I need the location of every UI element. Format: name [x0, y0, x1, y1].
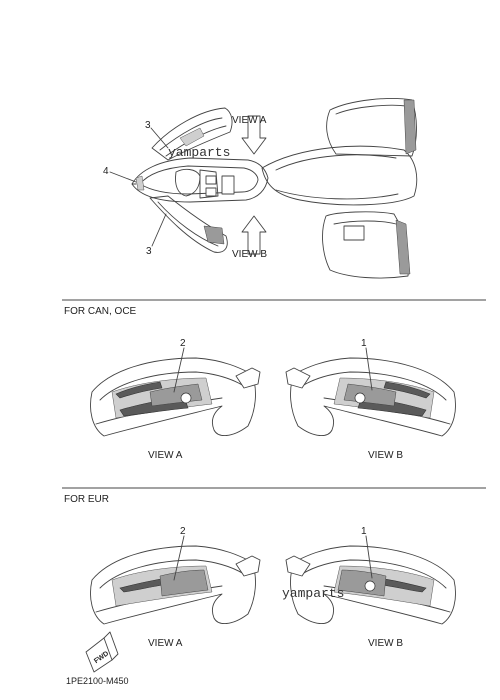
front-fender-bottom: [149, 195, 228, 253]
watermark-top: yamparts: [168, 145, 230, 160]
eur-view-a-label: VIEW A: [148, 638, 183, 649]
callout-3-bottom: 3: [146, 246, 152, 257]
can-oce-callout-1: 1: [361, 338, 367, 349]
front-fender-top: [151, 107, 233, 161]
decal-4-nose-mark: [135, 175, 145, 191]
eur-callout-2: 2: [180, 526, 186, 537]
can-oce-left-fender: [90, 357, 261, 437]
view-b-arrow: [241, 215, 267, 255]
view-a-label: VIEW A: [232, 115, 267, 126]
view-a-arrow: [241, 115, 267, 155]
can-oce-view-b-label: VIEW B: [368, 450, 403, 461]
can-oce-view-a-label: VIEW A: [148, 450, 183, 461]
atv-top-view: [131, 98, 418, 279]
callout-3-top: 3: [145, 120, 151, 131]
decal-3-bottom-patch: [203, 225, 225, 245]
callout-4: 4: [103, 166, 109, 177]
eur-left-fender: [90, 545, 261, 625]
seat: [261, 145, 418, 206]
eur-right-fender: [285, 545, 456, 625]
can-oce-callout-2: 2: [180, 338, 186, 349]
part-code: 1PE2100-M450: [66, 676, 129, 686]
rear-fender-bottom: [322, 211, 409, 279]
fwd-arrow-icon: FWD: [85, 631, 119, 673]
can-oce-right-fender: [285, 357, 456, 437]
section-can-oce-heading: FOR CAN, OCE: [64, 306, 137, 317]
front-cowl: [131, 157, 269, 203]
eur-view-b-label: VIEW B: [368, 638, 403, 649]
rear-fender-top: [326, 98, 417, 157]
section-eur-heading: FOR EUR: [64, 494, 109, 505]
view-b-label: VIEW B: [232, 249, 267, 260]
eur-callout-1: 1: [361, 526, 367, 537]
watermark-bottom: yamparts: [282, 586, 344, 601]
